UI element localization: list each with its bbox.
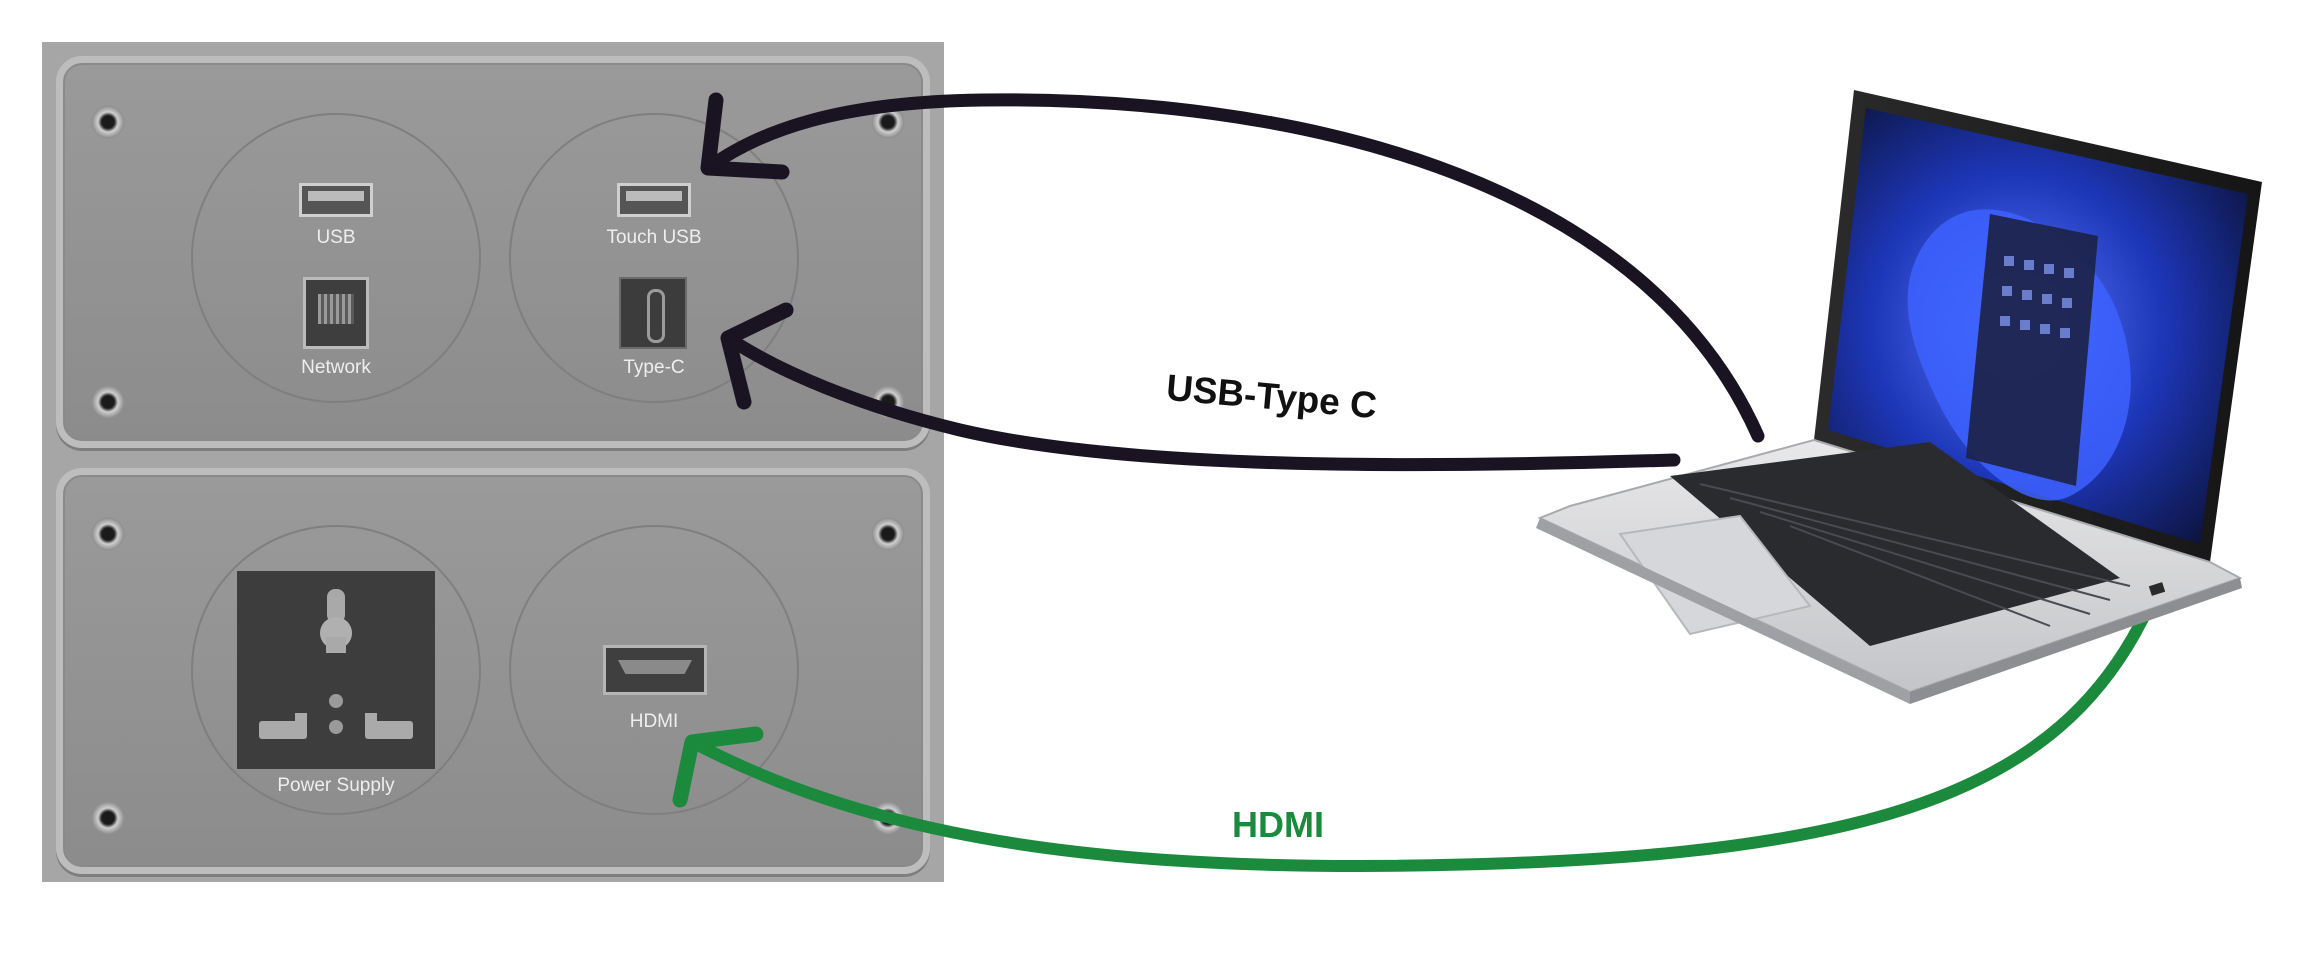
top-faceplate: USB Touch USB Network Type-C <box>56 56 930 448</box>
screw-icon <box>91 105 125 139</box>
hdmi-arrowhead <box>672 726 764 808</box>
usb-port-label: USB <box>316 227 356 248</box>
usb-port-icon <box>299 183 373 217</box>
touch-usb-cable-arrow <box>701 93 1765 443</box>
screw-icon <box>91 385 125 419</box>
touch-usb-arrowhead <box>700 92 790 180</box>
bottom-faceplate: Power Supply HDMI <box>56 468 930 874</box>
power-socket-icon <box>237 571 435 769</box>
wall-panel: USB Touch USB Network Type-C <box>42 42 944 882</box>
hdmi-connection-label: HDMI <box>1232 804 1324 845</box>
type-c-cable-arrow <box>721 331 1681 472</box>
laptop-icon <box>1510 86 2270 711</box>
screw-icon <box>871 517 905 551</box>
power-supply-label: Power Supply <box>277 775 395 796</box>
hdmi-socket-ring <box>509 525 799 815</box>
touch-usb-port-icon <box>617 183 691 217</box>
screw-icon <box>91 801 125 835</box>
power-socket-ring <box>191 525 481 815</box>
network-port-label: Network <box>301 357 371 378</box>
right-socket-ring <box>509 113 799 403</box>
hdmi-cable-arrow <box>686 598 2156 872</box>
hdmi-port-label: HDMI <box>629 711 679 732</box>
type-c-port-label: Type-C <box>623 357 685 378</box>
rj45-port-icon <box>303 277 369 349</box>
hdmi-port-icon <box>603 645 707 695</box>
touch-usb-port-label: Touch USB <box>606 227 702 248</box>
screw-icon <box>91 517 125 551</box>
type-c-port-icon <box>619 277 687 349</box>
type-c-arrowhead <box>720 302 794 410</box>
left-socket-ring <box>191 113 481 403</box>
